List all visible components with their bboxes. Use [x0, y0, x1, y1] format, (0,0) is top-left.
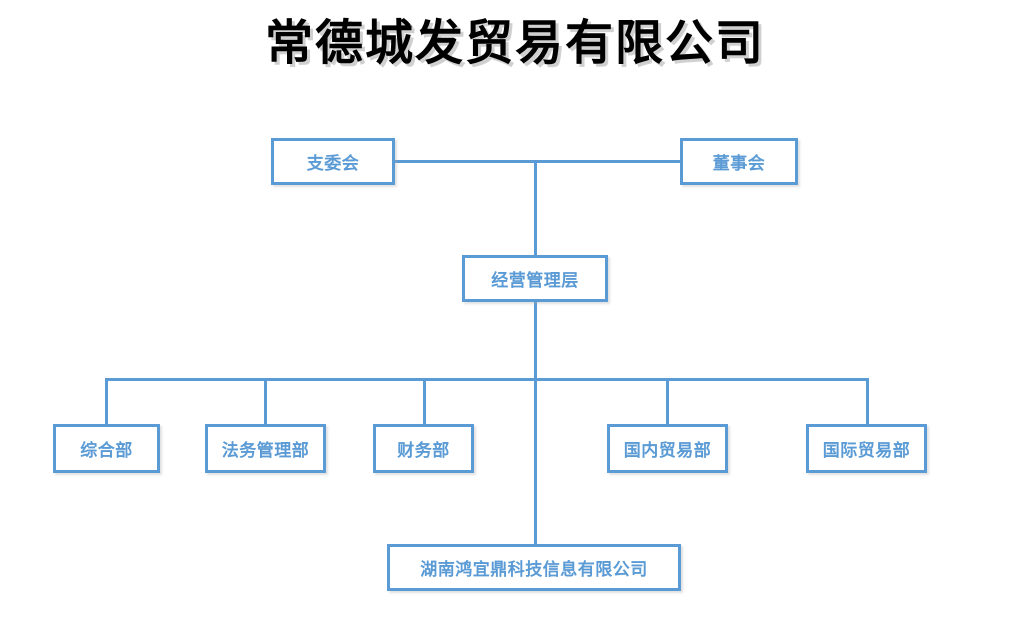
node-international-trade-label: 国际贸易部 [822, 441, 911, 461]
connector-management-to-bus [534, 302, 537, 382]
node-legal-affairs[interactable]: 法务管理部 [205, 424, 326, 473]
node-finance-label: 财务部 [397, 441, 450, 461]
node-party-committee-label: 支委会 [306, 154, 360, 174]
node-legal-affairs-label: 法务管理部 [221, 441, 310, 461]
node-management-label: 经营管理层 [491, 271, 579, 291]
node-general-affairs-label: 综合部 [80, 441, 133, 461]
connector-top-horizontal [394, 160, 682, 163]
node-board[interactable]: 董事会 [680, 138, 798, 185]
node-international-trade[interactable]: 国际贸易部 [806, 424, 927, 473]
connector-board-to-management [534, 160, 537, 256]
page-title: 常德城发贸易有限公司 [264, 15, 765, 71]
node-management[interactable]: 经营管理层 [462, 255, 608, 302]
node-domestic-trade-label: 国内贸易部 [623, 441, 712, 461]
connector-stem-finance [423, 378, 426, 424]
connector-stem-international-trade [866, 378, 869, 424]
node-finance[interactable]: 财务部 [373, 424, 474, 473]
connector-stem-domestic-trade [666, 378, 669, 424]
node-domestic-trade[interactable]: 国内贸易部 [607, 424, 728, 473]
node-board-label: 董事会 [712, 154, 766, 174]
node-party-committee[interactable]: 支委会 [271, 138, 395, 185]
connector-bus-to-subsidiary [534, 378, 537, 545]
node-subsidiary-label: 湖南鸿宜鼎科技信息有限公司 [420, 560, 648, 580]
connector-stem-general-affairs [105, 378, 108, 424]
node-subsidiary[interactable]: 湖南鸿宜鼎科技信息有限公司 [387, 544, 681, 591]
connector-stem-legal-affairs [264, 378, 267, 424]
connector-department-bus [105, 378, 867, 381]
node-general-affairs[interactable]: 综合部 [53, 424, 160, 473]
